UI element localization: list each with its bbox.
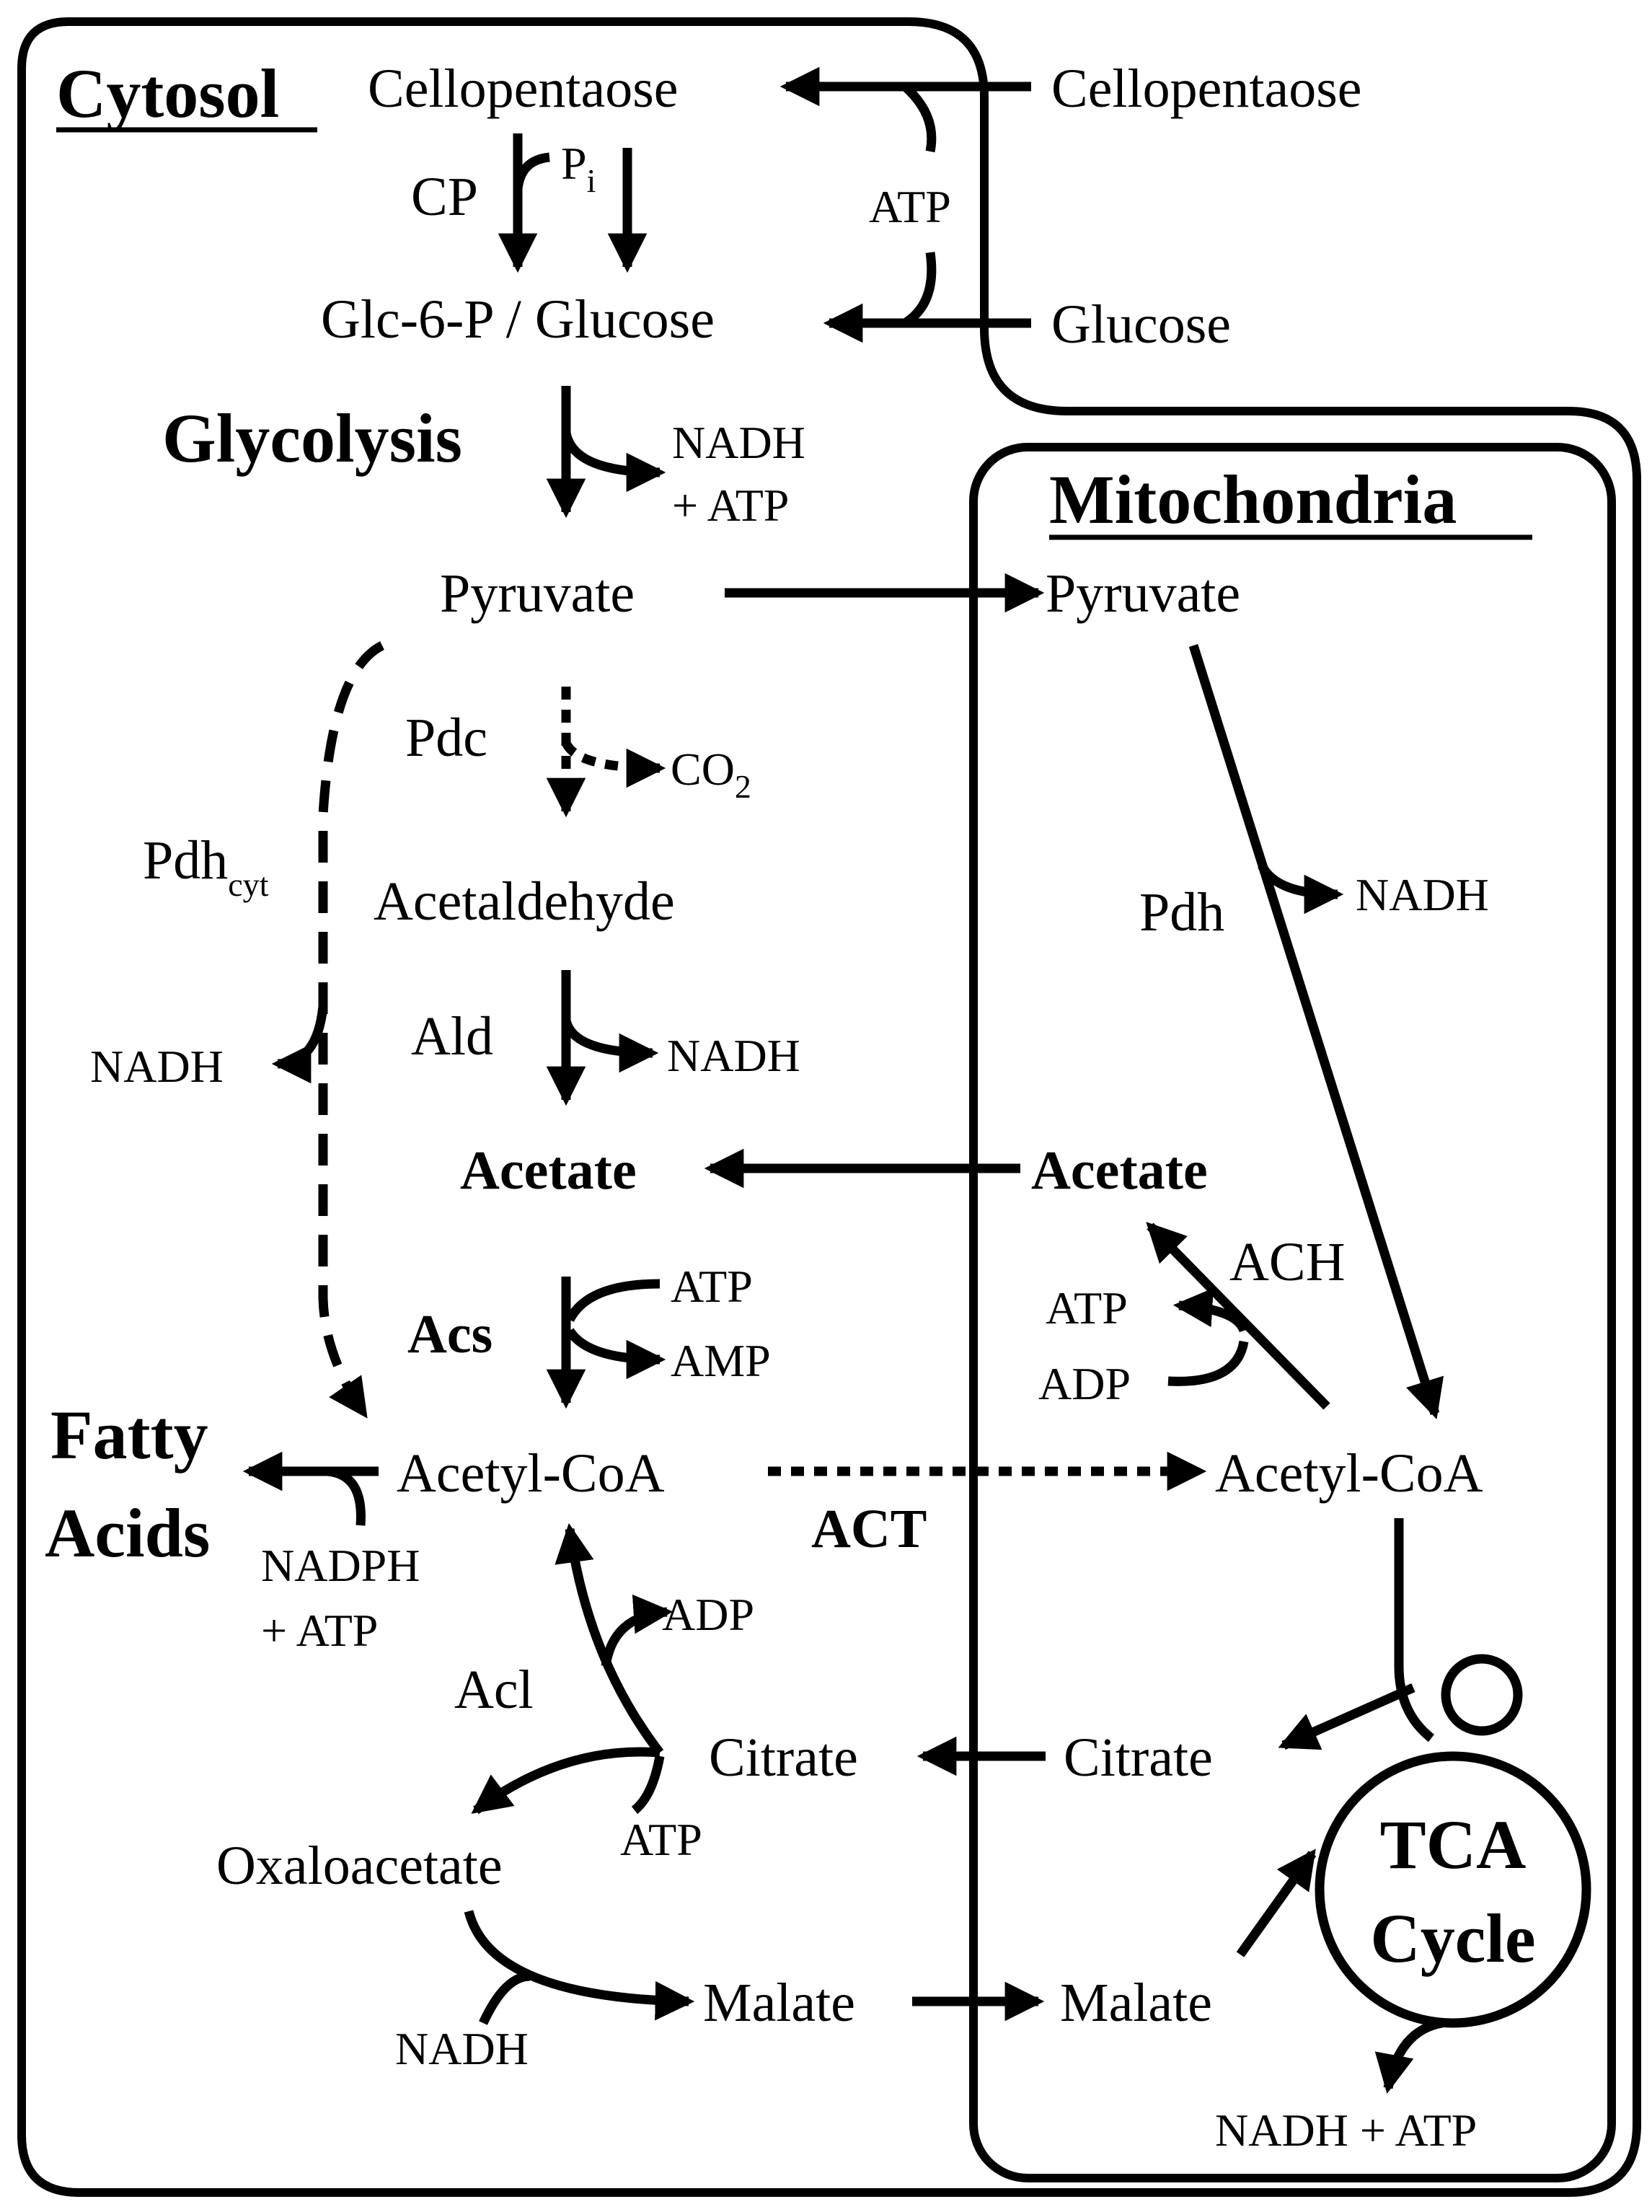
enzyme-ald: Ald — [411, 1006, 493, 1067]
metabolite-glc6p-glucose: Glc-6-P / Glucose — [321, 289, 715, 350]
cofactor-pdh-nadh: NADH — [1356, 869, 1489, 920]
arrow-ach-adp-in — [1167, 1340, 1249, 1386]
cofactor-mdh-nadh: NADH — [395, 2023, 529, 2074]
pathway-glycolysis: Glycolysis — [162, 400, 462, 477]
metabolite-acetylcoa-cytosol: Acetyl-CoA — [397, 1443, 665, 1504]
cofactor-acs-amp: AMP — [671, 1335, 771, 1386]
cofactor-ach-adp: ADP — [1038, 1358, 1131, 1409]
arrow-cp-pi-hook — [513, 152, 550, 190]
cofactor-glycolysis-nadh: NADH — [672, 417, 805, 468]
metabolite-glucose-extracellular: Glucose — [1051, 294, 1231, 355]
cofactor-fa-nadph: NADPH — [261, 1540, 420, 1591]
arrow-malate-to-tca — [1236, 1849, 1317, 1957]
cofactor-pi: Pi — [561, 138, 596, 199]
cofactor-glycolysis-atp: + ATP — [672, 480, 789, 531]
arrow-tca-citrate — [1278, 1683, 1415, 1750]
cofactor-pdhcyt-nadh: NADH — [90, 1041, 224, 1092]
enzyme-pdh-cytosolic: Pdhcyt — [143, 830, 269, 903]
arrow-pdhcyt-nadh — [271, 1005, 328, 1084]
arrow-atp-transport-hook-1 — [901, 83, 937, 153]
metabolite-acetate-mitochondria: Acetate — [1031, 1140, 1208, 1201]
enzyme-acl: Acl — [454, 1660, 534, 1720]
arrow-mdh — [464, 1910, 695, 2021]
cytosol-membrane — [17, 17, 1641, 2197]
cofactor-tca-products: NADH + ATP — [1215, 2105, 1477, 2156]
arrow-pdhcyt — [318, 641, 385, 1419]
arrow-acs-atp-in — [565, 1279, 661, 1323]
arrow-acl — [555, 1523, 664, 1755]
tca-entry-loop — [1441, 1654, 1523, 1736]
metabolite-pyruvate-mitochondria: Pyruvate — [1046, 563, 1240, 624]
enzyme-pdh-mitochondrial: Pdh — [1139, 882, 1224, 943]
metabolite-fatty-acids-line1: Fatty — [50, 1396, 208, 1473]
cofactor-fa-atp: + ATP — [261, 1605, 378, 1656]
arrow-pdh-nadh — [1258, 863, 1344, 915]
arrow-atp-transport-hook-2 — [902, 252, 937, 327]
cofactor-ald-nadh: NADH — [667, 1030, 800, 1081]
arrow-acl-adp — [601, 1594, 673, 1667]
cofactor-co2: CO2 — [671, 744, 751, 805]
metabolite-pyruvate-cytosol: Pyruvate — [440, 563, 635, 624]
cofactor-acs-atp: ATP — [671, 1261, 753, 1312]
enzyme-acs: Acs — [407, 1304, 492, 1365]
metabolite-malate-mitochondria: Malate — [1060, 1973, 1212, 2033]
metabolite-acetate-cytosol: Acetate — [460, 1140, 637, 1201]
metabolite-acetylcoa-mitochondria: Acetyl-CoA — [1215, 1443, 1483, 1504]
enzyme-ach: ACH — [1229, 1232, 1345, 1292]
arrow-ald-nadh — [561, 1019, 659, 1073]
arrow-acl-atp-hook — [631, 1755, 665, 1815]
metabolite-fatty-acids-line2: Acids — [45, 1494, 210, 1572]
metabolite-malate-cytosol: Malate — [703, 1973, 855, 2033]
metabolite-acetaldehyde: Acetaldehyde — [374, 871, 675, 932]
arrow-pdh — [1188, 644, 1444, 1419]
cofactor-ach-atp: ATP — [1046, 1282, 1128, 1334]
cofactor-acl-adp: ADP — [662, 1589, 754, 1640]
arrow-tca-products — [1374, 2018, 1444, 2094]
pathway-tca-line1: TCA — [1380, 1806, 1527, 1883]
metabolite-citrate-cytosol: Citrate — [709, 1727, 858, 1788]
cytosol-label: Cytosol — [56, 55, 279, 132]
arrow-acetylcoa-to-tca — [1394, 1518, 1435, 1742]
metabolite-cellopentaose-cytosol: Cellopentaose — [368, 58, 679, 119]
mitochondria-label: Mitochondria — [1049, 461, 1457, 538]
metabolite-oxaloacetate: Oxaloacetate — [216, 1836, 503, 1896]
arrow-fa-nadph-hook — [327, 1466, 366, 1526]
pathway-tca-line2: Cycle — [1370, 1900, 1535, 1977]
tca-cycle-circle — [1315, 1751, 1591, 2028]
arrow-glycolysis-cofactors — [561, 431, 666, 493]
metabolite-cellopentaose-extracellular: Cellopentaose — [1051, 58, 1362, 119]
arrow-acs-amp — [565, 1328, 666, 1380]
cofactor-atp-transport: ATP — [869, 181, 951, 232]
enzyme-pdc: Pdc — [405, 708, 487, 768]
mitochondria-membrane — [969, 443, 1616, 2182]
arrow-pdc-co2 — [562, 740, 666, 788]
metabolite-citrate-mitochondria: Citrate — [1064, 1727, 1213, 1788]
arrow-acl-oaa — [471, 1747, 661, 1815]
enzyme-act: ACT — [811, 1499, 927, 1559]
cofactor-acl-atp: ATP — [620, 1814, 702, 1865]
arrow-mdh-nadh-hook — [479, 1971, 531, 2025]
arrow-ach-atp — [1172, 1287, 1249, 1333]
enzyme-cp: CP — [411, 167, 478, 227]
